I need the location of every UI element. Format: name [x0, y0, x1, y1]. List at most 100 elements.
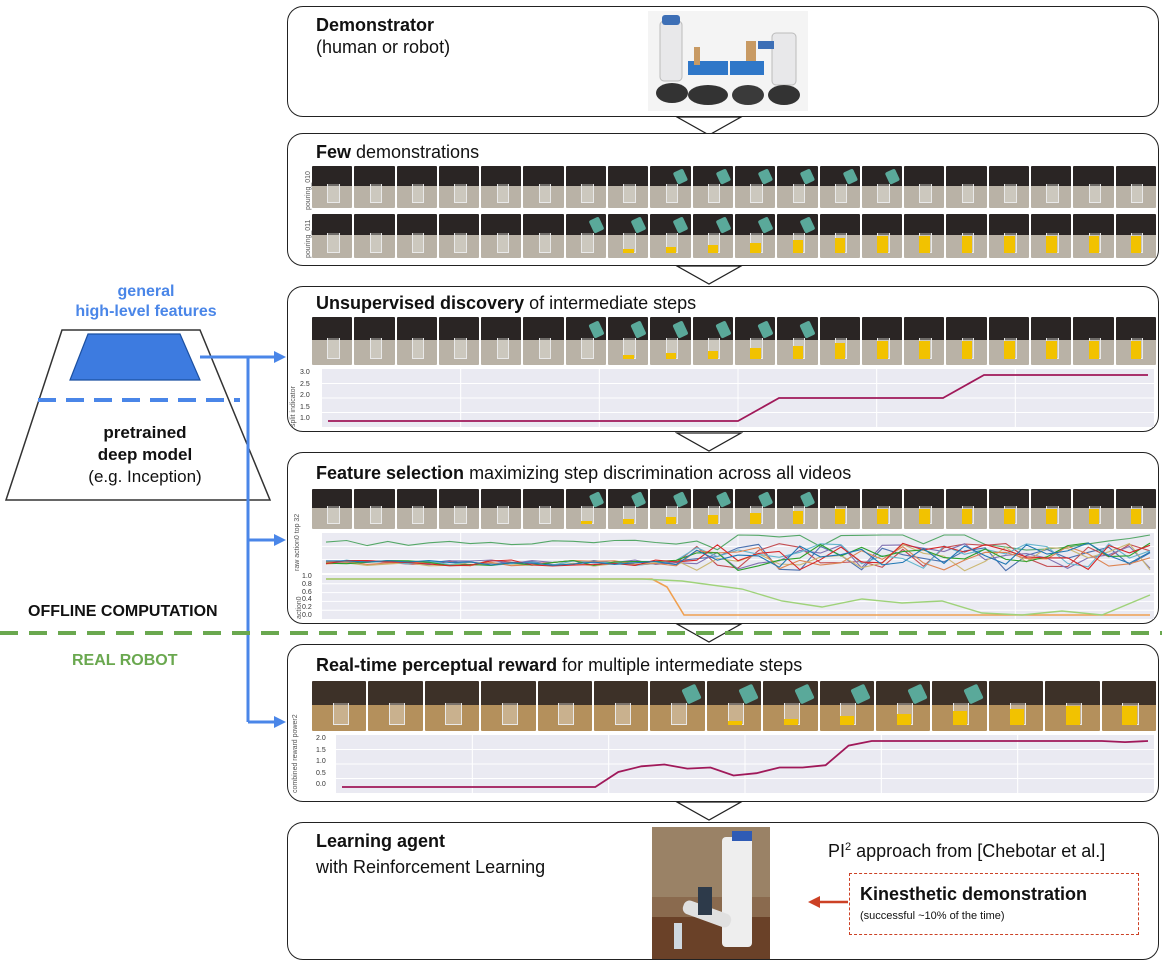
- split-indicator-line: [328, 374, 1148, 422]
- video-frame: [312, 489, 353, 529]
- video-frame: [777, 214, 818, 258]
- video-frame: [734, 489, 776, 529]
- video-frame: [904, 489, 945, 529]
- demonstrator-subtitle: (human or robot): [316, 37, 451, 57]
- row-label-pouring-011: pouring_011: [305, 219, 312, 258]
- video-frame: [650, 317, 691, 365]
- video-frame: [481, 681, 536, 731]
- realtime-title: Real-time perceptual reward for multiple…: [316, 655, 803, 675]
- action0-plot: [322, 575, 1154, 619]
- video-frame: [312, 317, 353, 365]
- real-robot-label: REAL ROBOT: [72, 652, 178, 669]
- few-demonstrations-title: Few demonstrations: [316, 142, 480, 162]
- raw-feature-line: [325, 542, 1151, 571]
- video-frame: [354, 214, 395, 258]
- video-frame: [650, 166, 691, 208]
- video-frame: [396, 317, 437, 365]
- video-frame: [523, 317, 564, 365]
- video-frame: [946, 489, 987, 529]
- video-frame: [608, 166, 649, 208]
- video-frame: [1073, 166, 1114, 208]
- video-frame: [1073, 317, 1114, 365]
- video-frame: [594, 681, 649, 731]
- unsupervised-discovery-panel: Unsupervised discovery of intermediate s…: [287, 286, 1159, 432]
- video-frame: [608, 489, 649, 529]
- video-frame: [988, 166, 1030, 208]
- video-frame: [861, 166, 903, 208]
- video-frame: [988, 214, 1030, 258]
- video-frame: [734, 166, 776, 208]
- video-frame: [650, 214, 691, 258]
- video-frame: [608, 317, 649, 365]
- video-frame: [904, 317, 945, 365]
- video-frame: [692, 489, 733, 529]
- split-indicator-plot: [322, 369, 1154, 427]
- video-frame: [438, 317, 480, 365]
- video-frame: [692, 214, 733, 258]
- flow-arrow-2: [675, 265, 743, 285]
- feature-selection-title: Feature selection maximizing step discri…: [316, 463, 852, 483]
- video-frame: [565, 489, 607, 529]
- few-demonstrations-panel: Few demonstrations pouring_010 pouring_0…: [287, 133, 1159, 266]
- video-frame: [861, 489, 903, 529]
- flow-arrow-5: [675, 801, 743, 821]
- video-frame: [565, 214, 607, 258]
- video-frame: [368, 681, 423, 731]
- video-frame: [1101, 681, 1157, 731]
- frame-strip-feature: [312, 489, 1156, 529]
- kinesthetic-arrow: [808, 896, 848, 908]
- video-frame: [565, 166, 607, 208]
- video-frame: [523, 166, 564, 208]
- frame-strip-pouring-010: [312, 166, 1156, 208]
- video-frame: [1115, 166, 1156, 208]
- video-frame: [988, 681, 1044, 731]
- video-frame: [692, 166, 733, 208]
- video-frame: [777, 489, 818, 529]
- video-frame: [1115, 214, 1156, 258]
- video-frame: [904, 166, 945, 208]
- video-frame: [876, 681, 931, 731]
- pi2-approach-text: PI2 approach from [Chebotar et al.]: [828, 841, 1106, 861]
- video-frame: [988, 489, 1030, 529]
- video-frame: [312, 681, 367, 731]
- video-frame: [1073, 214, 1114, 258]
- video-frame: [537, 681, 593, 731]
- video-frame: [692, 317, 733, 365]
- video-frame: [1115, 317, 1156, 365]
- video-frame: [1073, 489, 1114, 529]
- reward-plot: [336, 735, 1154, 793]
- kinesthetic-title: Kinesthetic demonstration: [860, 884, 1088, 904]
- video-frame: [312, 166, 353, 208]
- video-frame: [481, 214, 522, 258]
- video-frame: [819, 681, 875, 731]
- kinesthetic-box: Kinesthetic demonstration (successful ~1…: [849, 873, 1139, 935]
- video-frame: [354, 489, 395, 529]
- video-frame: [396, 166, 437, 208]
- video-frame: [565, 317, 607, 365]
- video-frame: [819, 489, 860, 529]
- frame-strip-pouring-011: [312, 214, 1156, 258]
- kinesthetic-subtitle: (successful ~10% of the time): [860, 910, 1005, 922]
- demonstrator-panel: Demonstrator (human or robot): [287, 6, 1159, 117]
- deep-model-diagram: [4, 329, 272, 630]
- video-frame: [396, 489, 437, 529]
- video-frame: [988, 317, 1030, 365]
- video-frame: [734, 317, 776, 365]
- video-frame: [819, 214, 860, 258]
- learning-agent-title: Learning agent: [316, 831, 446, 851]
- video-frame: [438, 214, 480, 258]
- video-frame: [777, 166, 818, 208]
- video-frame: [706, 681, 762, 731]
- video-frame: [424, 681, 480, 731]
- video-frame: [932, 681, 987, 731]
- robot-arm-photo: [652, 827, 770, 959]
- video-frame: [763, 681, 818, 731]
- offline-computation-label: OFFLINE COMPUTATION: [28, 603, 218, 620]
- demonstrator-title: Demonstrator: [316, 15, 435, 35]
- video-frame: [819, 317, 860, 365]
- video-frame: [1031, 166, 1072, 208]
